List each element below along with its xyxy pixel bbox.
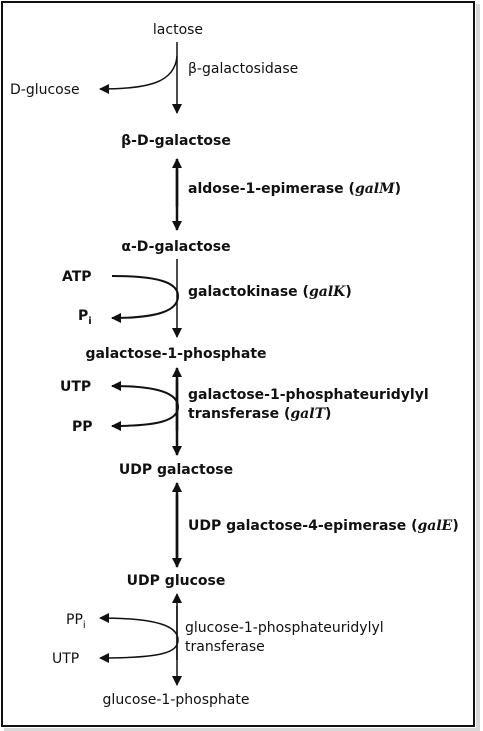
side-product-pi: Pi — [78, 308, 92, 327]
curve-to-ppi — [99, 613, 179, 641]
frame-shadow-bottom — [4, 728, 480, 731]
compound-glucose-1-phosphate: glucose-1-phosphate — [103, 692, 250, 708]
enzyme-udp-galactose-4-epimerase: UDP galactose-4-epimerase (galE) — [188, 518, 459, 534]
side-product-atp: ATP — [62, 269, 92, 285]
side-product-d-glucose: D-glucose — [10, 82, 80, 98]
enzyme-aldose-1-epimerase: aldose-1-epimerase (galM) — [188, 181, 401, 197]
gene-galm: galM — [355, 181, 395, 197]
gene-galk: galK — [309, 284, 346, 300]
curve-atp-to-pi — [111, 275, 180, 323]
paren-close: ) — [395, 181, 401, 197]
compound-alpha-d-galactose: α-D-galactose — [121, 239, 230, 255]
enzyme-galt-line1: galactose-1-phosphateuridylyl — [188, 387, 429, 403]
compound-galactose-1-phosphate: galactose-1-phosphate — [85, 346, 266, 362]
enzyme-galactokinase: galactokinase (galK) — [188, 284, 352, 300]
paren-close: ) — [345, 284, 351, 300]
gene-galt: galT — [290, 406, 326, 422]
ppi-label: PP — [66, 612, 83, 628]
pi-subscript: i — [88, 316, 91, 327]
compound-lactose: lactose — [153, 22, 203, 38]
pi-label: P — [78, 308, 88, 324]
ppi-subscript: i — [83, 620, 86, 631]
enzyme-gale-label: UDP galactose-4-epimerase ( — [188, 518, 418, 534]
enzyme-glc-uridylyl-line1: glucose-1-phosphateuridylyl — [185, 620, 384, 636]
side-product-utp: UTP — [60, 379, 91, 395]
arrow-to-d-glucose — [99, 55, 178, 94]
enzyme-galt-label: transferase ( — [188, 406, 290, 422]
enzyme-aldose-1-epimerase-label: aldose-1-epimerase ( — [188, 181, 355, 197]
figure-frame — [1, 1, 475, 727]
compound-udp-galactose: UDP galactose — [119, 462, 233, 478]
side-product-utp-2: UTP — [52, 651, 79, 667]
gene-gale: galE — [418, 518, 453, 534]
curve-to-utp — [111, 381, 179, 408]
enzyme-beta-galactosidase: β-galactosidase — [188, 61, 298, 77]
enzyme-galactokinase-label: galactokinase ( — [188, 284, 309, 300]
curve-to-pp — [111, 406, 179, 431]
paren-close: ) — [452, 518, 458, 534]
paren-close: ) — [325, 406, 331, 422]
compound-udp-glucose: UDP glucose — [127, 573, 226, 589]
side-product-ppi: PPi — [66, 612, 86, 631]
enzyme-galt-line2: transferase (galT) — [188, 406, 331, 422]
frame-shadow-right — [476, 4, 480, 730]
curve-to-utp-2 — [99, 639, 179, 663]
enzyme-glc-uridylyl-line2: transferase — [185, 639, 265, 655]
compound-beta-d-galactose: β-D-galactose — [121, 133, 231, 149]
side-product-pp: PP — [72, 419, 93, 435]
